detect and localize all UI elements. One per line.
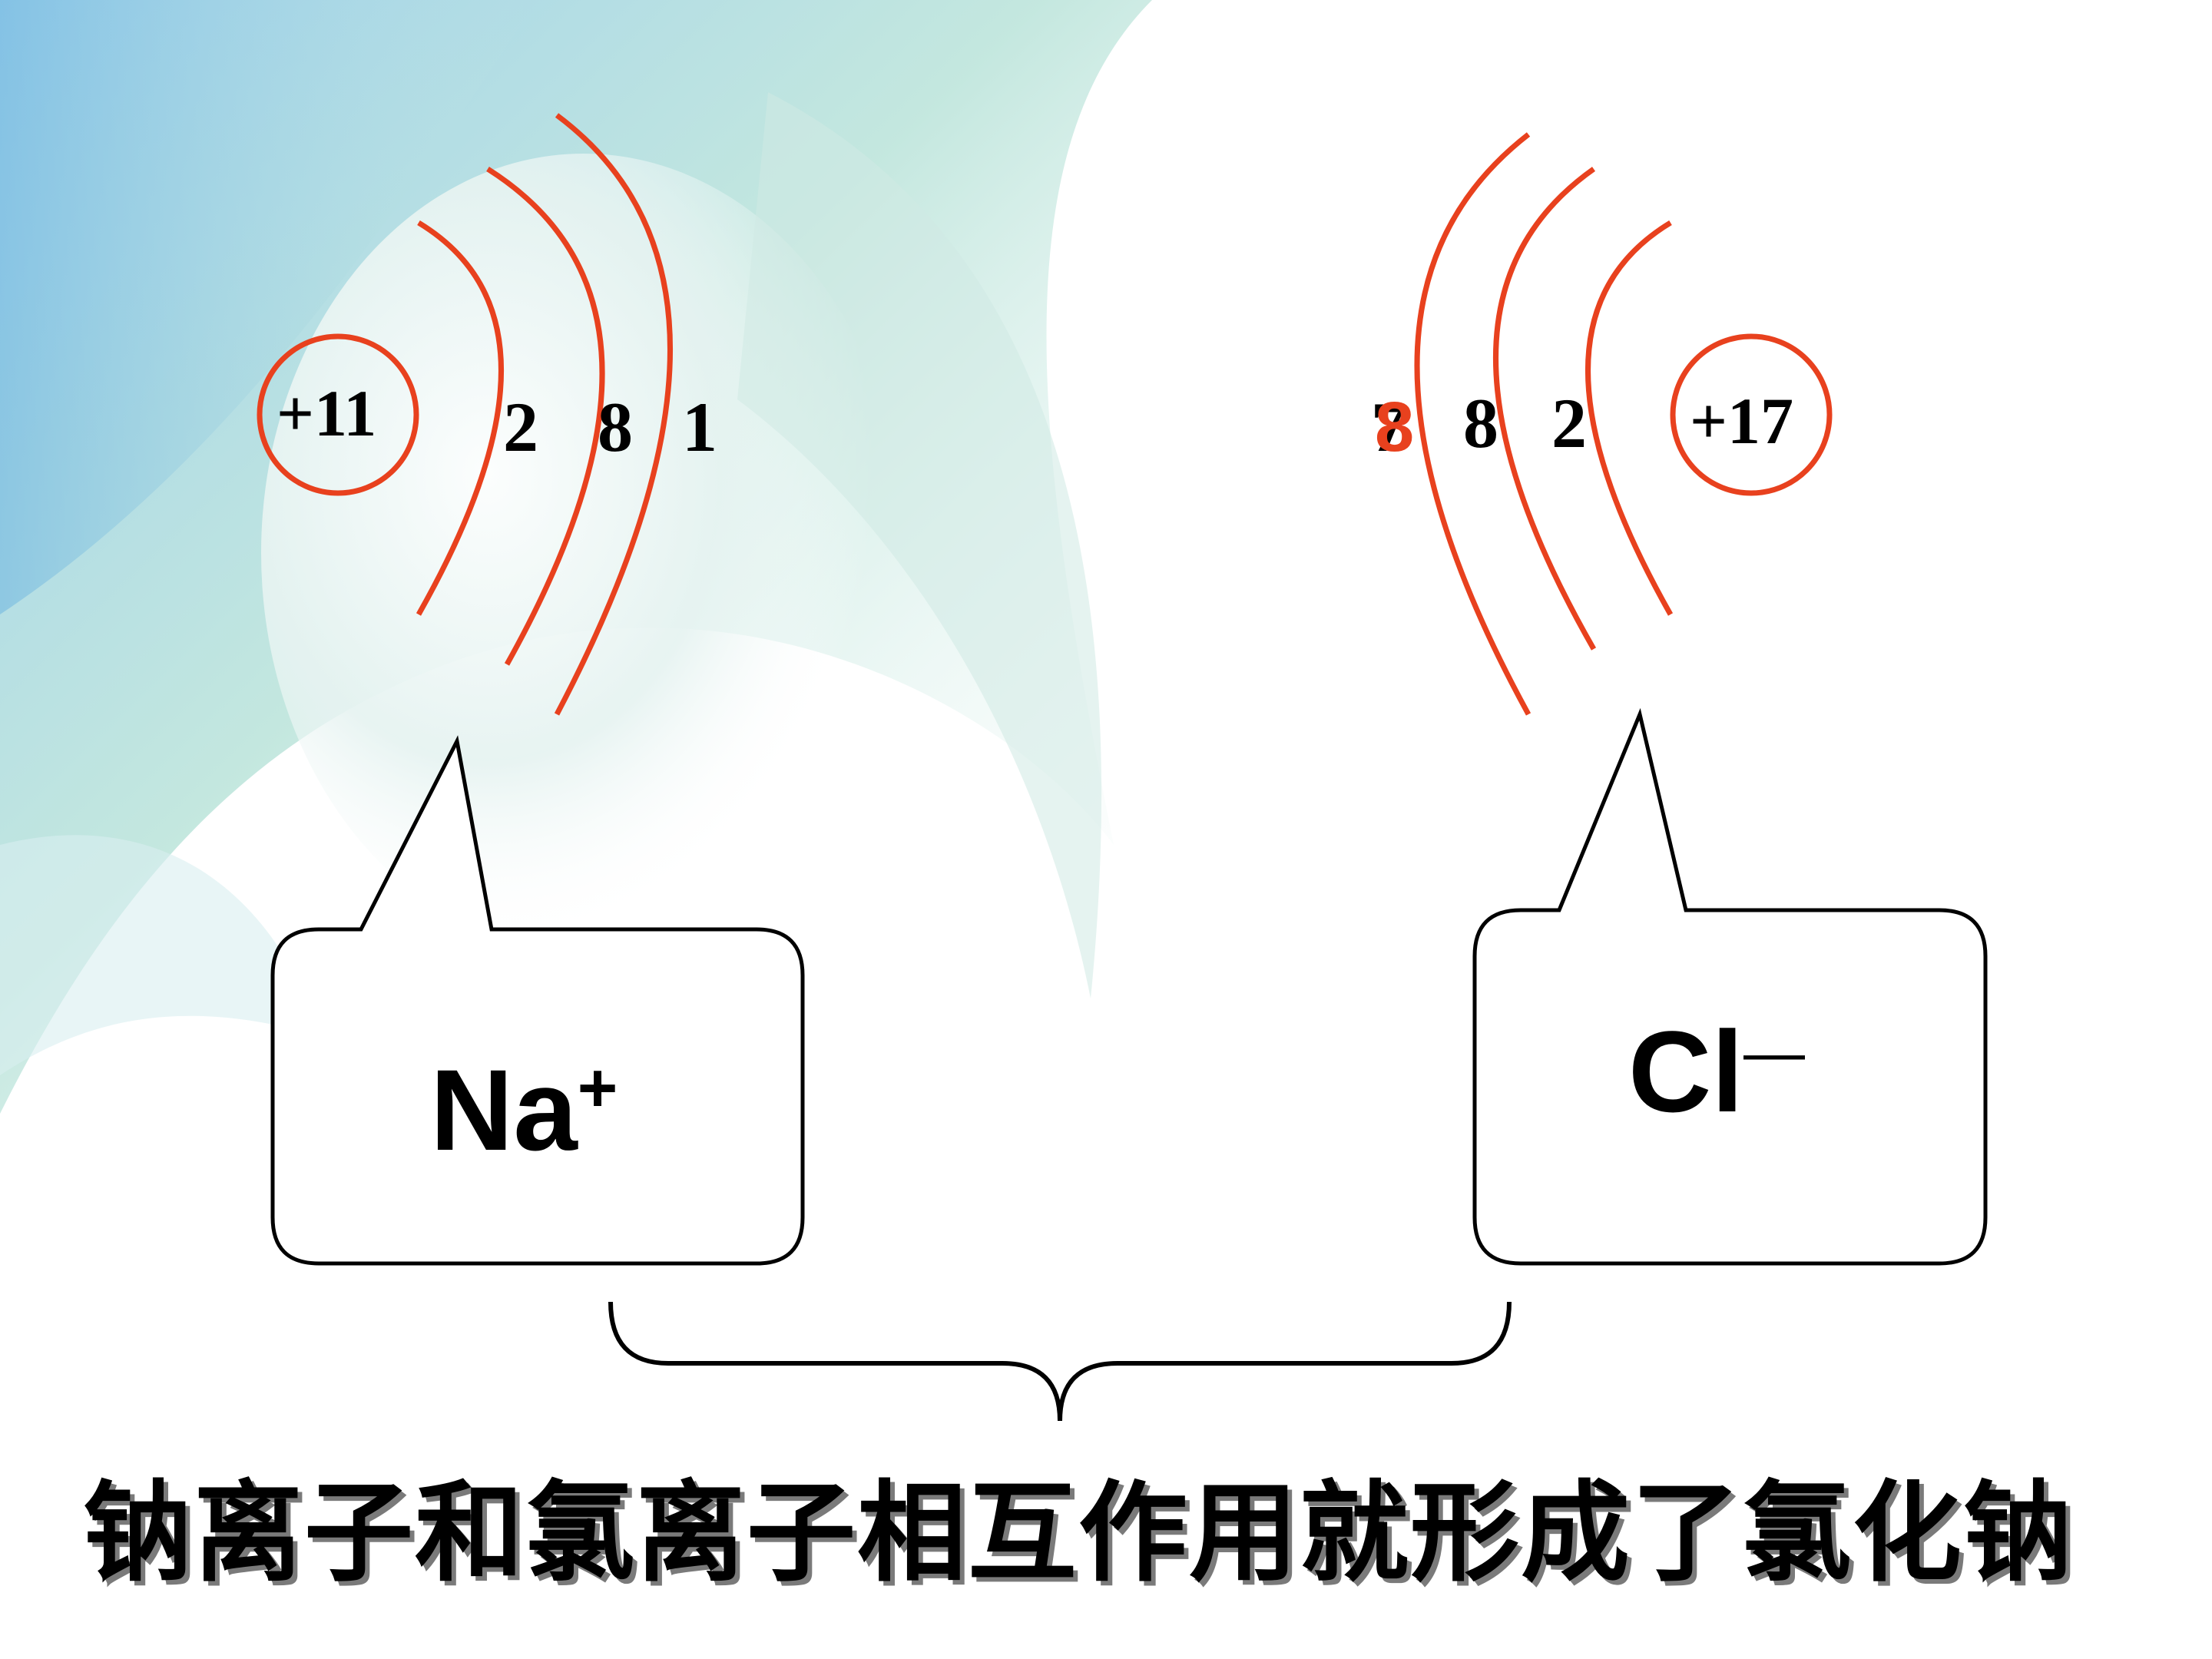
chlorine-outer-shell-old-count: 7 <box>1371 388 1406 466</box>
combining-brace <box>608 1301 1512 1422</box>
chlorine-nucleus-circle <box>1670 333 1833 496</box>
chlorine-shell-3 <box>1414 132 1532 716</box>
chlorine-ion-charge: — <box>1743 1018 1805 1086</box>
sodium-nucleus-label: +11 <box>276 376 377 450</box>
chlorine-shell-2 <box>1493 167 1597 651</box>
sodium-ion-label: Na+ <box>430 1052 618 1167</box>
sodium-shell-2-count: 8 <box>598 388 633 466</box>
chlorine-ion-symbol: Cl <box>1628 1007 1743 1136</box>
sodium-shell-1-count: 2 <box>503 388 538 466</box>
chlorine-callout-bubble <box>1472 707 1988 1266</box>
slide-caption: 钠离子和氯离子相互作用就形成了氯化钠 <box>83 1470 2074 1597</box>
sodium-shell-2 <box>486 167 605 666</box>
sodium-callout-bubble <box>270 735 805 1266</box>
chlorine-ion-label: Cl— <box>1628 1014 1805 1129</box>
sodium-shell-1 <box>416 220 504 616</box>
sodium-shell-3-count: 1 <box>682 388 717 466</box>
chlorine-shell-1 <box>1585 220 1674 616</box>
sodium-ion-charge: + <box>577 1050 618 1127</box>
sodium-ion-symbol: Na <box>430 1045 578 1174</box>
sodium-shell-3 <box>554 113 673 716</box>
sodium-nucleus-circle <box>257 333 419 496</box>
chlorine-nucleus-label: +17 <box>1690 384 1794 458</box>
chlorine-shell-3-count: 2 <box>1551 384 1587 462</box>
chlorine-outer-shell-new-count: 8 <box>1375 388 1415 466</box>
chlorine-shell-2-count: 8 <box>1463 384 1498 462</box>
